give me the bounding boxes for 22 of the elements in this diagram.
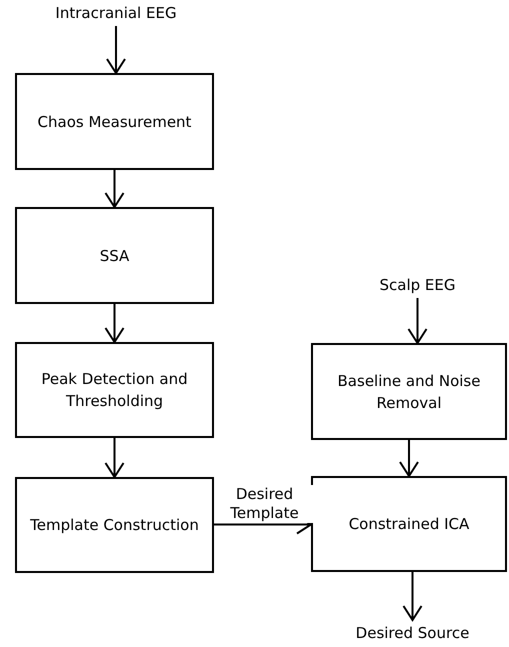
- process-box: [311, 476, 507, 572]
- process-box: [15, 207, 214, 304]
- arrow: [408, 298, 428, 344]
- arrow: [402, 572, 422, 621]
- arrow: [399, 440, 419, 477]
- flow-label: Scalp EEG: [380, 275, 456, 296]
- box-label: Peak Detection and Thresholding: [40, 369, 189, 412]
- flow-label: Desired Source: [356, 623, 470, 644]
- box-label: Template Construction: [30, 515, 199, 536]
- process-box: [15, 342, 214, 438]
- box-label: Constrained ICA: [348, 514, 470, 535]
- process-box: [311, 343, 507, 440]
- process-box: [15, 477, 214, 573]
- arrow: [104, 170, 124, 208]
- box-label: Baseline and Noise Removal: [336, 370, 482, 414]
- box-label: SSA: [100, 246, 130, 266]
- arrow: [106, 26, 126, 74]
- flow-label: Intracranial EEG: [55, 3, 177, 24]
- process-box: [15, 73, 214, 170]
- box-label: Chaos Measurement: [38, 112, 192, 132]
- arrow: [104, 438, 124, 478]
- arrow: [104, 304, 124, 343]
